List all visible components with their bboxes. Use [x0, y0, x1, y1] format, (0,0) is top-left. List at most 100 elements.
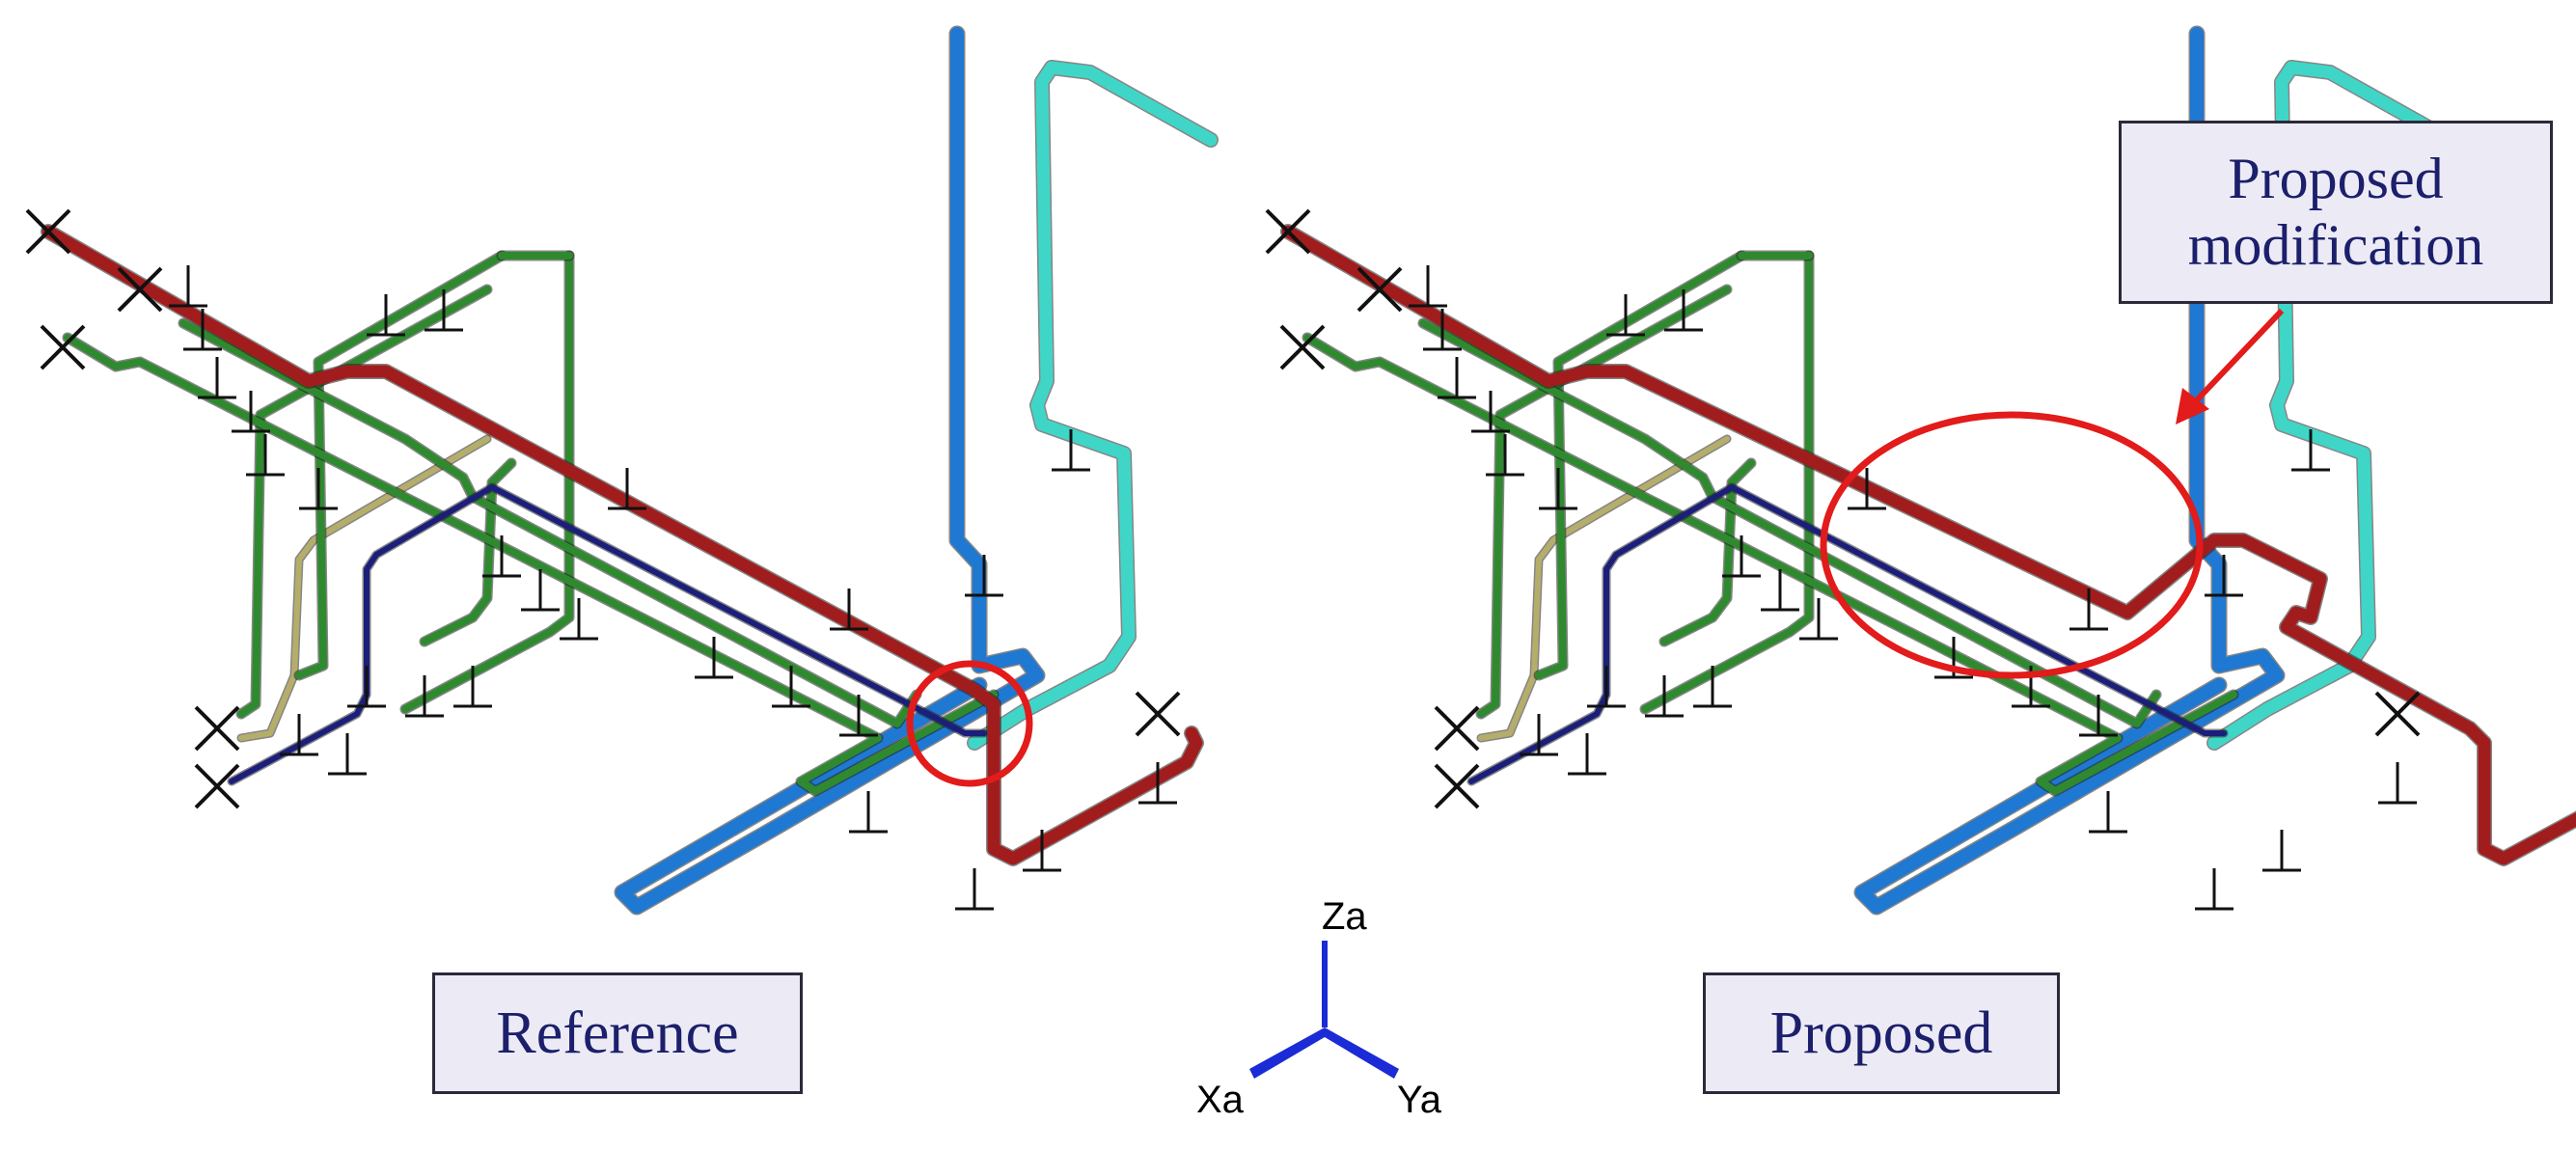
pipe-support	[560, 598, 598, 641]
z-axis-label: Za	[1322, 895, 1367, 938]
highlight-annotations	[906, 308, 2285, 787]
proposed-piping-view	[1265, 25, 2576, 916]
pipe-support	[1568, 733, 1606, 776]
pipe-support	[2089, 791, 2127, 834]
pipe-support	[1520, 714, 1558, 756]
pipe-support	[608, 468, 646, 510]
pipe-support	[830, 589, 868, 631]
green-pipe-e	[1660, 459, 1755, 645]
green-pipe-b	[295, 252, 506, 679]
y-axis-line	[1325, 1027, 1399, 1079]
pipe-support	[169, 265, 207, 308]
pipe-support	[232, 391, 270, 433]
green-pipe-f	[64, 334, 998, 795]
red-pipe-outline	[1280, 224, 2576, 866]
green-pipe-a	[1641, 252, 1813, 713]
green-pipe-e	[421, 459, 515, 645]
pipe-support	[772, 666, 810, 708]
navy-pipe	[1468, 484, 2227, 784]
navy-pipe	[229, 484, 987, 784]
pipe-support	[1645, 675, 1684, 718]
anchor-cross	[1434, 705, 1480, 752]
anchor-cross	[1279, 324, 1326, 370]
pipe-support	[695, 637, 733, 679]
callout-arrow-shaft	[2189, 308, 2285, 408]
callout-line-2: modification	[2187, 213, 2484, 277]
pipe-support	[2069, 589, 2108, 631]
pipe-support	[1606, 294, 1645, 337]
pipe-support	[1138, 762, 1177, 805]
pipe-support	[1761, 569, 1799, 612]
pipe-support	[1409, 265, 1447, 308]
y-axis-label: Ya	[1397, 1079, 1441, 1121]
pipe-support	[1023, 830, 1061, 872]
pipe-support	[2291, 429, 2330, 472]
olive-pipe	[1478, 436, 1730, 741]
red-pipe	[41, 225, 1203, 865]
reference-label-text: Reference	[496, 999, 739, 1066]
pipe-support	[1664, 289, 1703, 332]
anchor-cross	[1135, 691, 1181, 737]
coordinate-triad	[1249, 941, 1399, 1079]
x-axis-line	[1249, 1027, 1325, 1079]
green-pipe-d	[237, 286, 491, 718]
cyan-pipe-outline	[967, 60, 1219, 751]
pipe-support	[1539, 468, 1577, 510]
pipe-support	[521, 569, 560, 612]
olive-pipe	[238, 436, 490, 741]
pipe-support	[405, 675, 444, 718]
proposed-modification-callout: Proposed modification	[2119, 121, 2553, 304]
pipe-support	[280, 714, 318, 756]
proposed-highlight-ellipse	[1820, 411, 2204, 679]
green-pipe-d	[1477, 286, 1731, 718]
pipe-support	[367, 294, 405, 337]
blue-pipe	[616, 27, 1044, 914]
pipe-support	[1799, 598, 1838, 641]
anchor-cross	[40, 324, 86, 370]
pipe-support	[1693, 666, 1732, 708]
anchor-cross	[2374, 691, 2421, 737]
pipe-support	[198, 357, 236, 399]
green-pipe-g	[179, 319, 920, 727]
cyan-pipe	[968, 61, 1218, 750]
pipe-support	[347, 666, 386, 708]
pipe-support	[183, 309, 222, 351]
pipe-support	[2205, 555, 2243, 597]
green-pipe-a	[401, 252, 573, 713]
pipe-support	[1848, 468, 1886, 510]
anchor-cross	[1265, 208, 1311, 255]
pipe-support	[328, 733, 367, 776]
pipe-support	[1587, 666, 1626, 708]
green-pipe-b	[1535, 252, 1745, 679]
pipe-support	[1438, 357, 1476, 399]
callout-arrow-head	[2176, 388, 2209, 424]
proposed-label: Proposed	[1703, 972, 2060, 1094]
anchor-cross	[117, 266, 163, 313]
pipe-support	[2378, 762, 2417, 805]
pipe-support	[1471, 391, 1510, 433]
pipe-support	[1052, 429, 1090, 472]
green-pipe-g	[1419, 319, 2160, 727]
pipe-support	[849, 791, 888, 834]
pipe-support	[299, 468, 338, 510]
anchor-cross	[1434, 763, 1480, 809]
pipe-support	[2262, 830, 2301, 872]
reference-piping-view	[25, 25, 1219, 916]
pipe-support	[1423, 309, 1462, 351]
pipe-support	[955, 868, 994, 911]
pipe-support	[425, 289, 463, 332]
reference-highlight-circle	[906, 660, 1033, 787]
cyan-pipe	[2207, 61, 2457, 750]
anchor-cross	[194, 763, 240, 809]
green-pipe-f	[1303, 334, 2237, 795]
pipe-support	[246, 434, 285, 477]
pipe-support	[965, 555, 1003, 597]
reference-label: Reference	[432, 972, 803, 1094]
pipe-support	[2079, 695, 2118, 737]
pipe-support	[482, 535, 521, 578]
pipe-support	[1486, 434, 1524, 477]
proposed-label-text: Proposed	[1769, 999, 1993, 1066]
red-pipe	[1281, 225, 2576, 865]
anchor-cross	[25, 208, 71, 255]
